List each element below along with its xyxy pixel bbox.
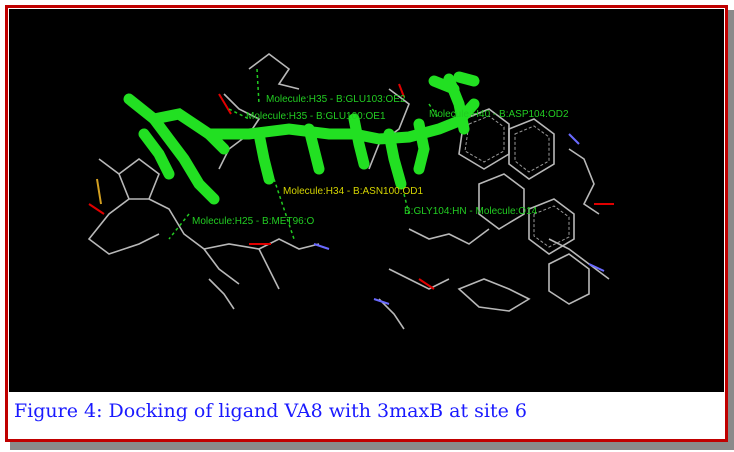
interaction-labels: Molecule:H35 - B:GLU103:OE2 Molecule:H35… [192,94,569,227]
figure-frame: Molecule:H35 - B:GLU103:OE2 Molecule:H35… [5,5,728,442]
ligand-va8 [123,71,480,205]
aromatic-bonds [464,115,570,248]
interaction-label: Molecule:H25 - B:MET96:O [192,216,314,227]
heteroatom-bonds [88,83,614,305]
interaction-label: Molecule:H40 - B:ASP104:OD2 [429,109,569,120]
hydrogen-bonds [168,68,440,240]
molecule-scene: Molecule:H35 - B:GLU103:OE2 Molecule:H35… [87,53,614,330]
interaction-label: Molecule:H35 - B:GLU100:OE1 [246,111,386,122]
docking-visualization: Molecule:H35 - B:GLU103:OE2 Molecule:H35… [9,9,724,392]
interaction-label: B:GLY104:HN - Molecule:O14 [404,206,538,217]
figure-caption: Figure 4: Docking of ligand VA8 with 3ma… [14,400,528,422]
receptor-residues [87,53,610,330]
interaction-label: Molecule:H35 - B:GLU103:OE2 [266,94,406,105]
interaction-label: Molecule:H34 - B:ASN100:OD1 [283,186,424,197]
